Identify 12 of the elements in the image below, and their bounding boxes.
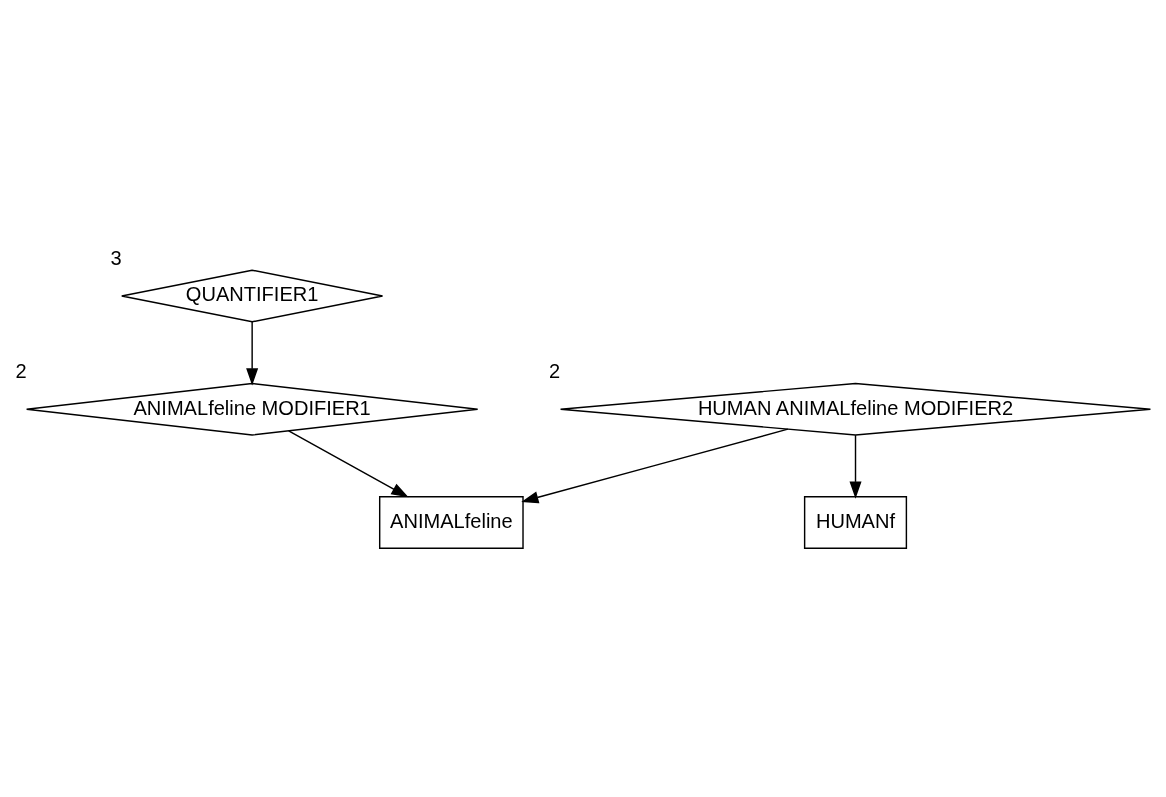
- arrow: [521, 428, 789, 504]
- node-label: 3: [110, 246, 122, 269]
- node-label: 2: [15, 360, 27, 383]
- node-box: ANIMALfeline: [379, 495, 524, 549]
- node-diamond: HUMAN ANIMALfeline MODIFIER2: [559, 382, 1152, 436]
- node-box: HUMANf: [803, 495, 908, 549]
- arrow: [849, 434, 862, 499]
- node-label: 2: [549, 360, 561, 383]
- node-diamond: QUANTIFIER1: [121, 269, 384, 323]
- arrow: [287, 430, 409, 498]
- node-diamond: ANIMALfeline MODIFIER1: [25, 382, 479, 436]
- arrow: [246, 321, 259, 386]
